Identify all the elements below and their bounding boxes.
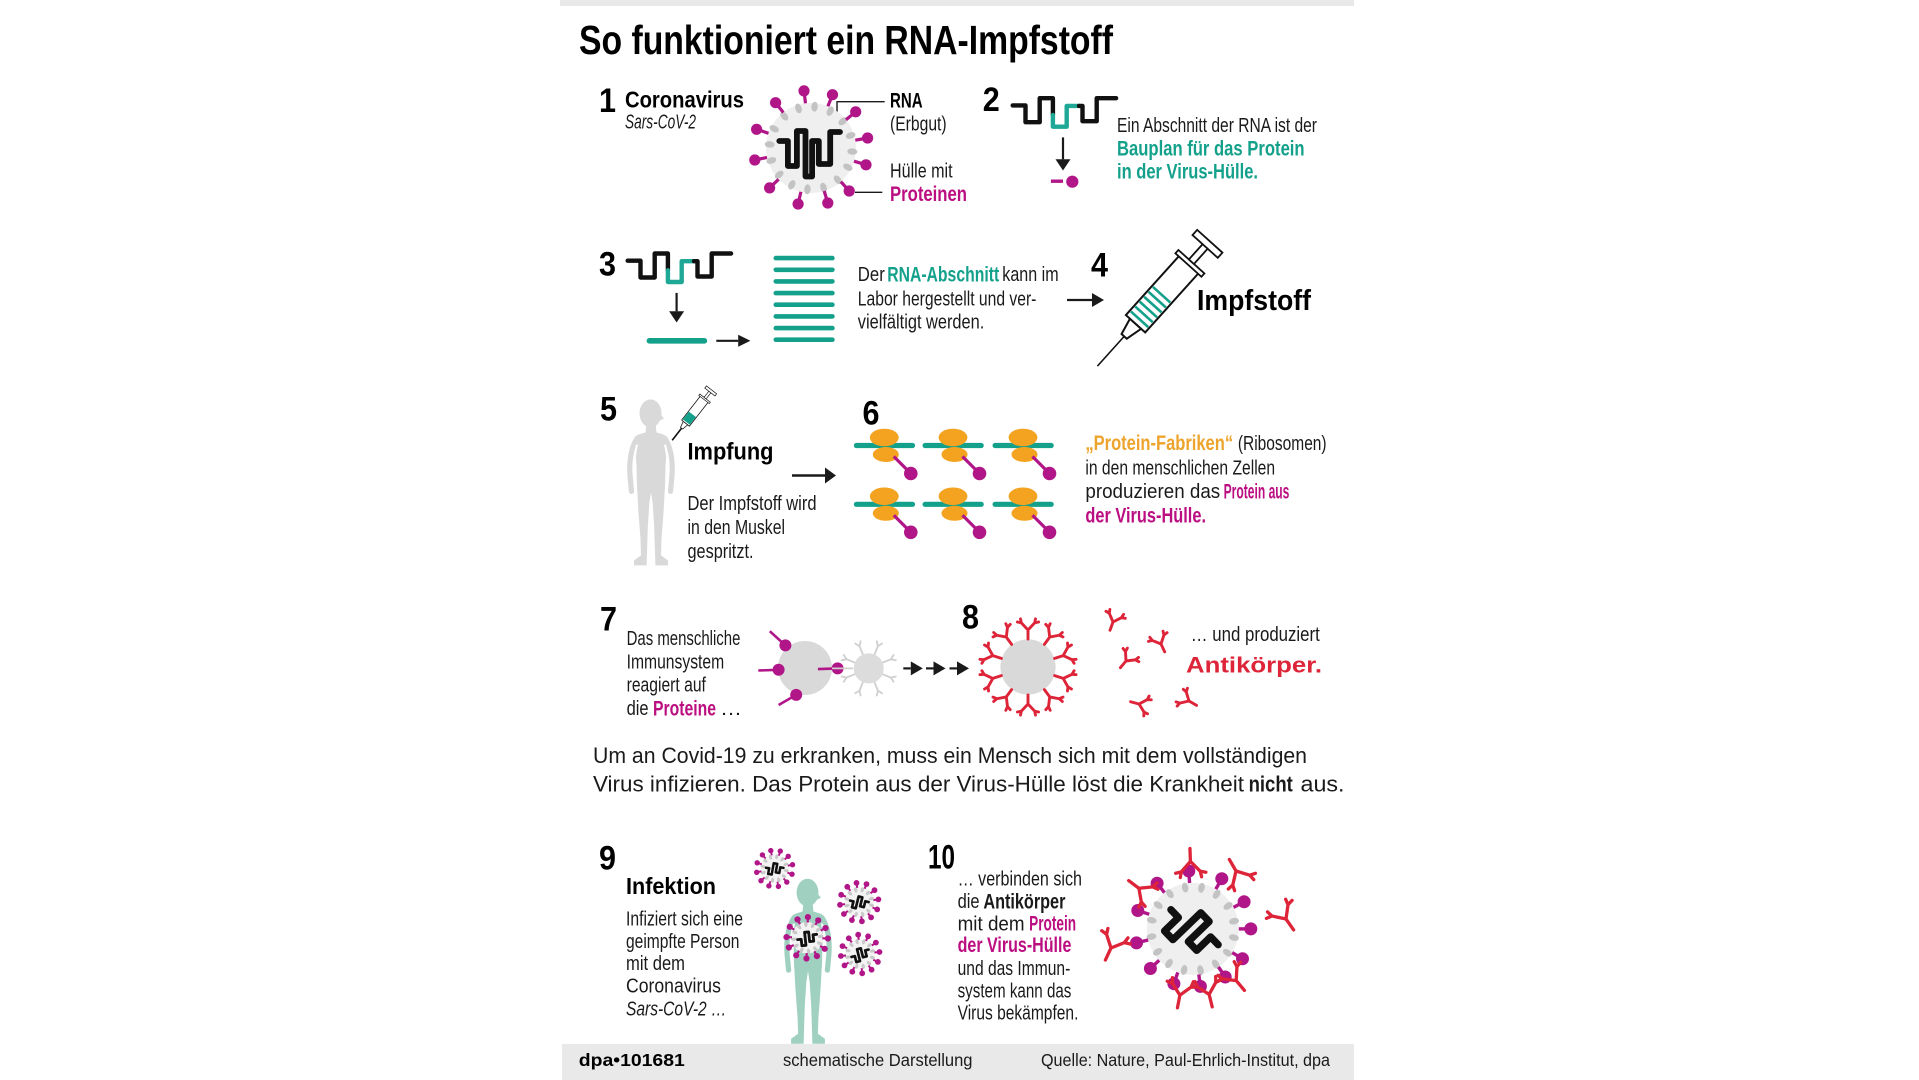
svg-text:Quelle: Nature, Paul-Ehrlich-I: Quelle: Nature, Paul-Ehrlich-Institut, d… xyxy=(1041,1050,1330,1070)
svg-text:2: 2 xyxy=(983,81,1000,119)
svg-text:Coronavirus: Coronavirus xyxy=(626,975,721,998)
svg-text:produzieren das: produzieren das xyxy=(1085,480,1220,503)
svg-text:Impfstoff: Impfstoff xyxy=(1197,285,1311,317)
svg-text:7: 7 xyxy=(600,600,617,638)
svg-text:Antikörper.: Antikörper. xyxy=(1186,653,1322,678)
svg-text:Das menschliche: Das menschliche xyxy=(627,627,741,650)
svg-text:schematische Darstellung: schematische Darstellung xyxy=(783,1050,973,1070)
svg-text:1: 1 xyxy=(599,82,616,120)
svg-text:Antikörper: Antikörper xyxy=(983,890,1065,913)
svg-text:der Virus-Hülle.: der Virus-Hülle. xyxy=(1085,505,1206,528)
svg-text:9: 9 xyxy=(599,839,616,877)
svg-text:Virus infizieren. Das Protein: Virus infizieren. Das Protein aus der Vi… xyxy=(593,772,1245,797)
svg-text:4: 4 xyxy=(1091,246,1108,284)
svg-text:6: 6 xyxy=(863,394,880,432)
svg-text:mit dem: mit dem xyxy=(626,952,685,975)
svg-text:Coronavirus: Coronavirus xyxy=(625,87,744,113)
svg-text:system kann das: system kann das xyxy=(958,979,1072,1002)
svg-text:Um an Covid-19 zu erkranken, m: Um an Covid-19 zu erkranken, muss ein Me… xyxy=(593,743,1307,768)
svg-text:Proteine: Proteine xyxy=(653,697,716,720)
svg-text:Labor hergestellt und ver-: Labor hergestellt und ver- xyxy=(858,288,1037,311)
svg-text:der Virus-Hülle: der Virus-Hülle xyxy=(958,934,1072,957)
svg-text:5: 5 xyxy=(600,390,617,428)
svg-text:vielfältigt werden.: vielfältigt werden. xyxy=(858,311,985,334)
svg-text:Sars-CoV-2 …: Sars-CoV-2 … xyxy=(626,998,727,1021)
svg-text:kann im: kann im xyxy=(1002,263,1058,286)
svg-text:Hülle mit: Hülle mit xyxy=(890,160,953,182)
svg-text:reagiert auf: reagiert auf xyxy=(627,674,707,697)
svg-text:dpa•101681: dpa•101681 xyxy=(579,1050,685,1070)
svg-text:geimpfte Person: geimpfte Person xyxy=(626,930,739,953)
svg-text:mit dem: mit dem xyxy=(958,912,1025,935)
svg-text:Immunsystem: Immunsystem xyxy=(627,650,725,673)
svg-text:Infiziert sich eine: Infiziert sich eine xyxy=(626,908,743,931)
svg-text:…: … xyxy=(720,697,742,720)
svg-text:aus.: aus. xyxy=(1301,772,1345,797)
svg-text:nicht: nicht xyxy=(1249,772,1294,797)
svg-text:8: 8 xyxy=(962,598,979,636)
svg-text:RNA: RNA xyxy=(890,90,923,113)
svg-text:in den Muskel: in den Muskel xyxy=(688,516,786,539)
svg-text:Ein Abschnitt der RNA ist der: Ein Abschnitt der RNA ist der xyxy=(1117,114,1317,137)
svg-text:Proteinen: Proteinen xyxy=(890,183,967,206)
svg-text:So funktioniert ein RNA-Impfst: So funktioniert ein RNA-Impfstoff xyxy=(579,17,1113,63)
svg-text:in der Virus-Hülle.: in der Virus-Hülle. xyxy=(1117,161,1258,184)
svg-text:Sars-CoV-2: Sars-CoV-2 xyxy=(625,111,696,133)
svg-text:in den menschlichen Zellen: in den menschlichen Zellen xyxy=(1085,456,1275,479)
svg-text:Infektion: Infektion xyxy=(626,873,716,899)
svg-text:Protein: Protein xyxy=(1029,913,1076,936)
svg-text:Virus bekämpfen.: Virus bekämpfen. xyxy=(958,1002,1079,1025)
svg-text:gespritzt.: gespritzt. xyxy=(688,540,754,563)
svg-text:Bauplan für das Protein: Bauplan für das Protein xyxy=(1117,138,1305,161)
svg-text:Der: Der xyxy=(858,263,885,286)
svg-text:10: 10 xyxy=(928,838,955,876)
svg-text:… verbinden sich: … verbinden sich xyxy=(958,868,1082,891)
svg-text:RNA-Abschnitt: RNA-Abschnitt xyxy=(887,263,999,286)
svg-text:die: die xyxy=(627,697,649,720)
svg-text:(Erbgut): (Erbgut) xyxy=(890,113,947,135)
svg-text:Protein aus: Protein aus xyxy=(1224,480,1290,503)
svg-text:die: die xyxy=(958,890,980,913)
svg-text:und das Immun-: und das Immun- xyxy=(958,957,1071,980)
svg-text:(Ribosomen): (Ribosomen) xyxy=(1238,432,1327,455)
svg-text:… und produziert: … und produziert xyxy=(1191,623,1320,646)
svg-text:„Protein-Fabriken“: „Protein-Fabriken“ xyxy=(1085,432,1233,455)
svg-text:Der Impfstoff wird: Der Impfstoff wird xyxy=(688,492,817,515)
svg-text:Impfung: Impfung xyxy=(688,439,774,466)
svg-text:3: 3 xyxy=(599,245,616,283)
